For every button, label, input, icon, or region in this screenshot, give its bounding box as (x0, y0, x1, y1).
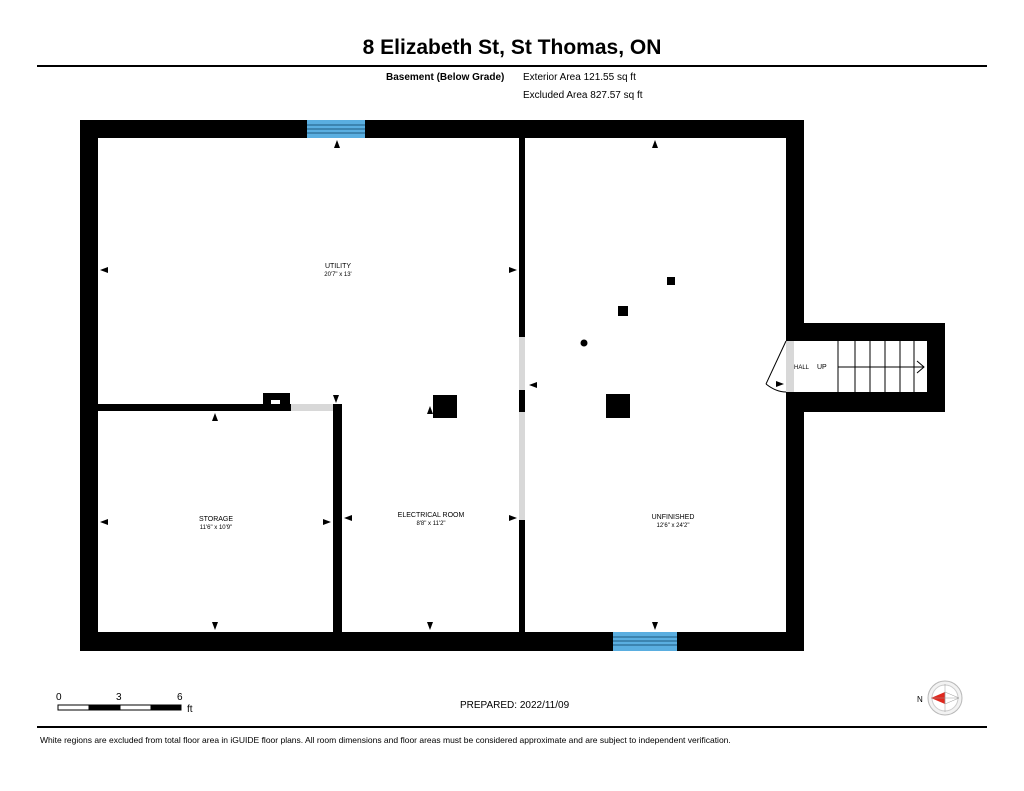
stairs-up-label: UP (817, 364, 827, 371)
structural-posts (433, 277, 675, 418)
stair-annex-east-wall (927, 323, 945, 412)
unfinished-doorway-lower (519, 412, 525, 520)
room-electrical-dims: 8'8" x 11'2" (416, 521, 445, 527)
post-unfinished-mid (618, 306, 628, 316)
room-unfinished-dims: 12'6" x 24'2" (657, 523, 690, 529)
center-wall-upper (519, 138, 525, 337)
page-title: 8 Elizabeth St, St Thomas, ON (362, 36, 662, 59)
prepared-date: PREPARED: 2022/11/09 (460, 700, 570, 711)
exterior-walls (80, 120, 945, 651)
room-utility-dims: 20'7" x 13' (324, 272, 351, 278)
south-window (613, 632, 677, 651)
header-divider (37, 65, 987, 67)
post-electrical (433, 395, 457, 418)
floor-name: Basement (Below Grade) (386, 72, 505, 83)
room-utility-name: UTILITY (325, 263, 351, 270)
stair-annex-south-wall (786, 392, 945, 412)
chimney-vent (271, 400, 280, 404)
post-unfinished-round (580, 339, 588, 347)
scale-tick-0: 0 (56, 692, 62, 703)
scale-unit: ft (187, 704, 193, 715)
room-storage-dims: 11'6" x 10'9" (200, 525, 232, 531)
hall-door-swing (765, 340, 787, 393)
footer-disclaimer: White regions are excluded from total fl… (40, 735, 731, 745)
openings (291, 337, 794, 520)
exterior-area: Exterior Area 121.55 sq ft (523, 72, 636, 83)
scale-tick-6: 6 (177, 692, 183, 703)
storage-doorway (291, 404, 333, 411)
hall-opening (786, 341, 794, 392)
post-unfinished-large (606, 394, 630, 418)
interior-walls (98, 138, 525, 632)
east-wall-upper (786, 120, 804, 323)
excluded-area: Excluded Area 827.57 sq ft (523, 90, 643, 101)
storage-north-wall (98, 404, 291, 411)
east-wall-lower (786, 392, 804, 651)
scale-tick-3: 3 (116, 692, 122, 703)
post-unfinished-small (667, 277, 675, 285)
compass-icon: N (917, 680, 963, 716)
staircase (837, 341, 925, 392)
stair-annex-north-wall (786, 323, 945, 341)
room-hall-name: HALL (794, 365, 810, 371)
scale-bar: 0 3 6 ft (56, 692, 193, 715)
north-wall (80, 120, 804, 138)
room-unfinished-name: UNFINISHED (652, 514, 695, 521)
footer-divider (37, 726, 987, 728)
room-electrical-name: ELECTRICAL ROOM (398, 512, 465, 519)
center-wall-mid (519, 390, 525, 412)
north-window (307, 120, 365, 138)
unfinished-doorway-upper (519, 337, 525, 390)
south-wall (80, 632, 804, 651)
room-storage-name: STORAGE (199, 516, 233, 523)
compass-north-label: N (917, 695, 923, 704)
west-wall (80, 120, 98, 651)
center-wall-lower (519, 520, 525, 632)
storage-east-wall (333, 404, 342, 632)
dimension-arrows (100, 140, 784, 630)
